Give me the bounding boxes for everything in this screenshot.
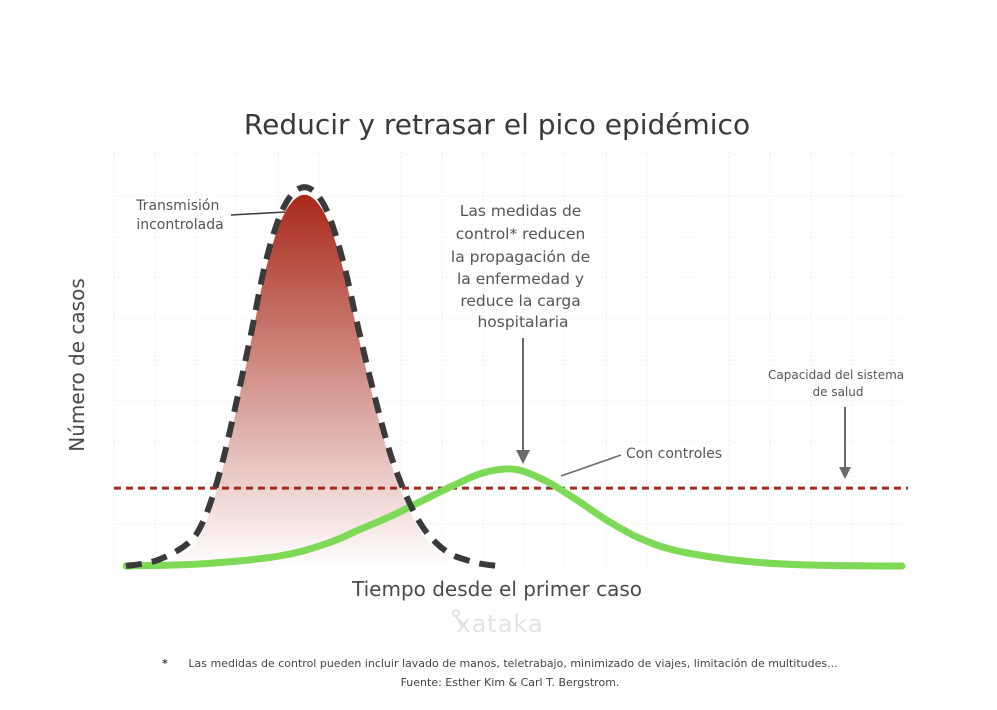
controlled-series-line <box>122 465 906 570</box>
footnote-marker: * <box>162 657 168 670</box>
measures-annotation-line: control* reducen <box>456 225 586 243</box>
capacity-annotation: Capacidad del sistema de salud <box>768 368 908 399</box>
uncontrolled-area <box>126 194 499 568</box>
x-axis-label: Tiempo desde el primer caso <box>351 577 642 601</box>
measures-annotation-line: reduce la carga <box>460 292 580 310</box>
controlled-leader-line <box>560 454 622 477</box>
measures-arrow-head <box>516 450 530 464</box>
uncontrolled-annotation: Transmisión incontrolada <box>135 198 224 233</box>
watermark-text: xataka <box>456 610 543 638</box>
measures-annotation-line: la enfermedad y <box>457 270 584 288</box>
capacity-annotation-line: de salud <box>813 385 864 399</box>
uncontrolled-annotation-line: incontrolada <box>136 217 223 233</box>
uncontrolled-annotation-line: Transmisión <box>135 198 219 214</box>
footnote-text: Las medidas de control pueden incluir la… <box>188 657 837 670</box>
xataka-logo-stroke <box>455 615 463 627</box>
measures-annotation-line: hospitalaria <box>477 313 568 331</box>
chart-title: Reducir y retrasar el pico epidémico <box>244 108 750 141</box>
controlled-annotation: Con controles <box>626 446 722 462</box>
watermark: xataka <box>452 609 543 638</box>
measures-annotation-line: Las medidas de <box>460 202 582 220</box>
y-axis-label: Número de casos <box>65 278 89 452</box>
measures-annotation-line: la propagación de <box>451 248 590 266</box>
capacity-annotation-line: Capacidad del sistema <box>768 368 904 382</box>
uncontrolled-series-line <box>125 184 499 569</box>
measures-annotation: Las medidas de control* reducen la propa… <box>451 202 595 331</box>
footnote-source: Fuente: Esther Kim & Carl T. Bergstrom. <box>401 676 620 689</box>
uncontrolled-leader-line <box>230 211 286 216</box>
capacity-arrow-head <box>839 467 851 479</box>
